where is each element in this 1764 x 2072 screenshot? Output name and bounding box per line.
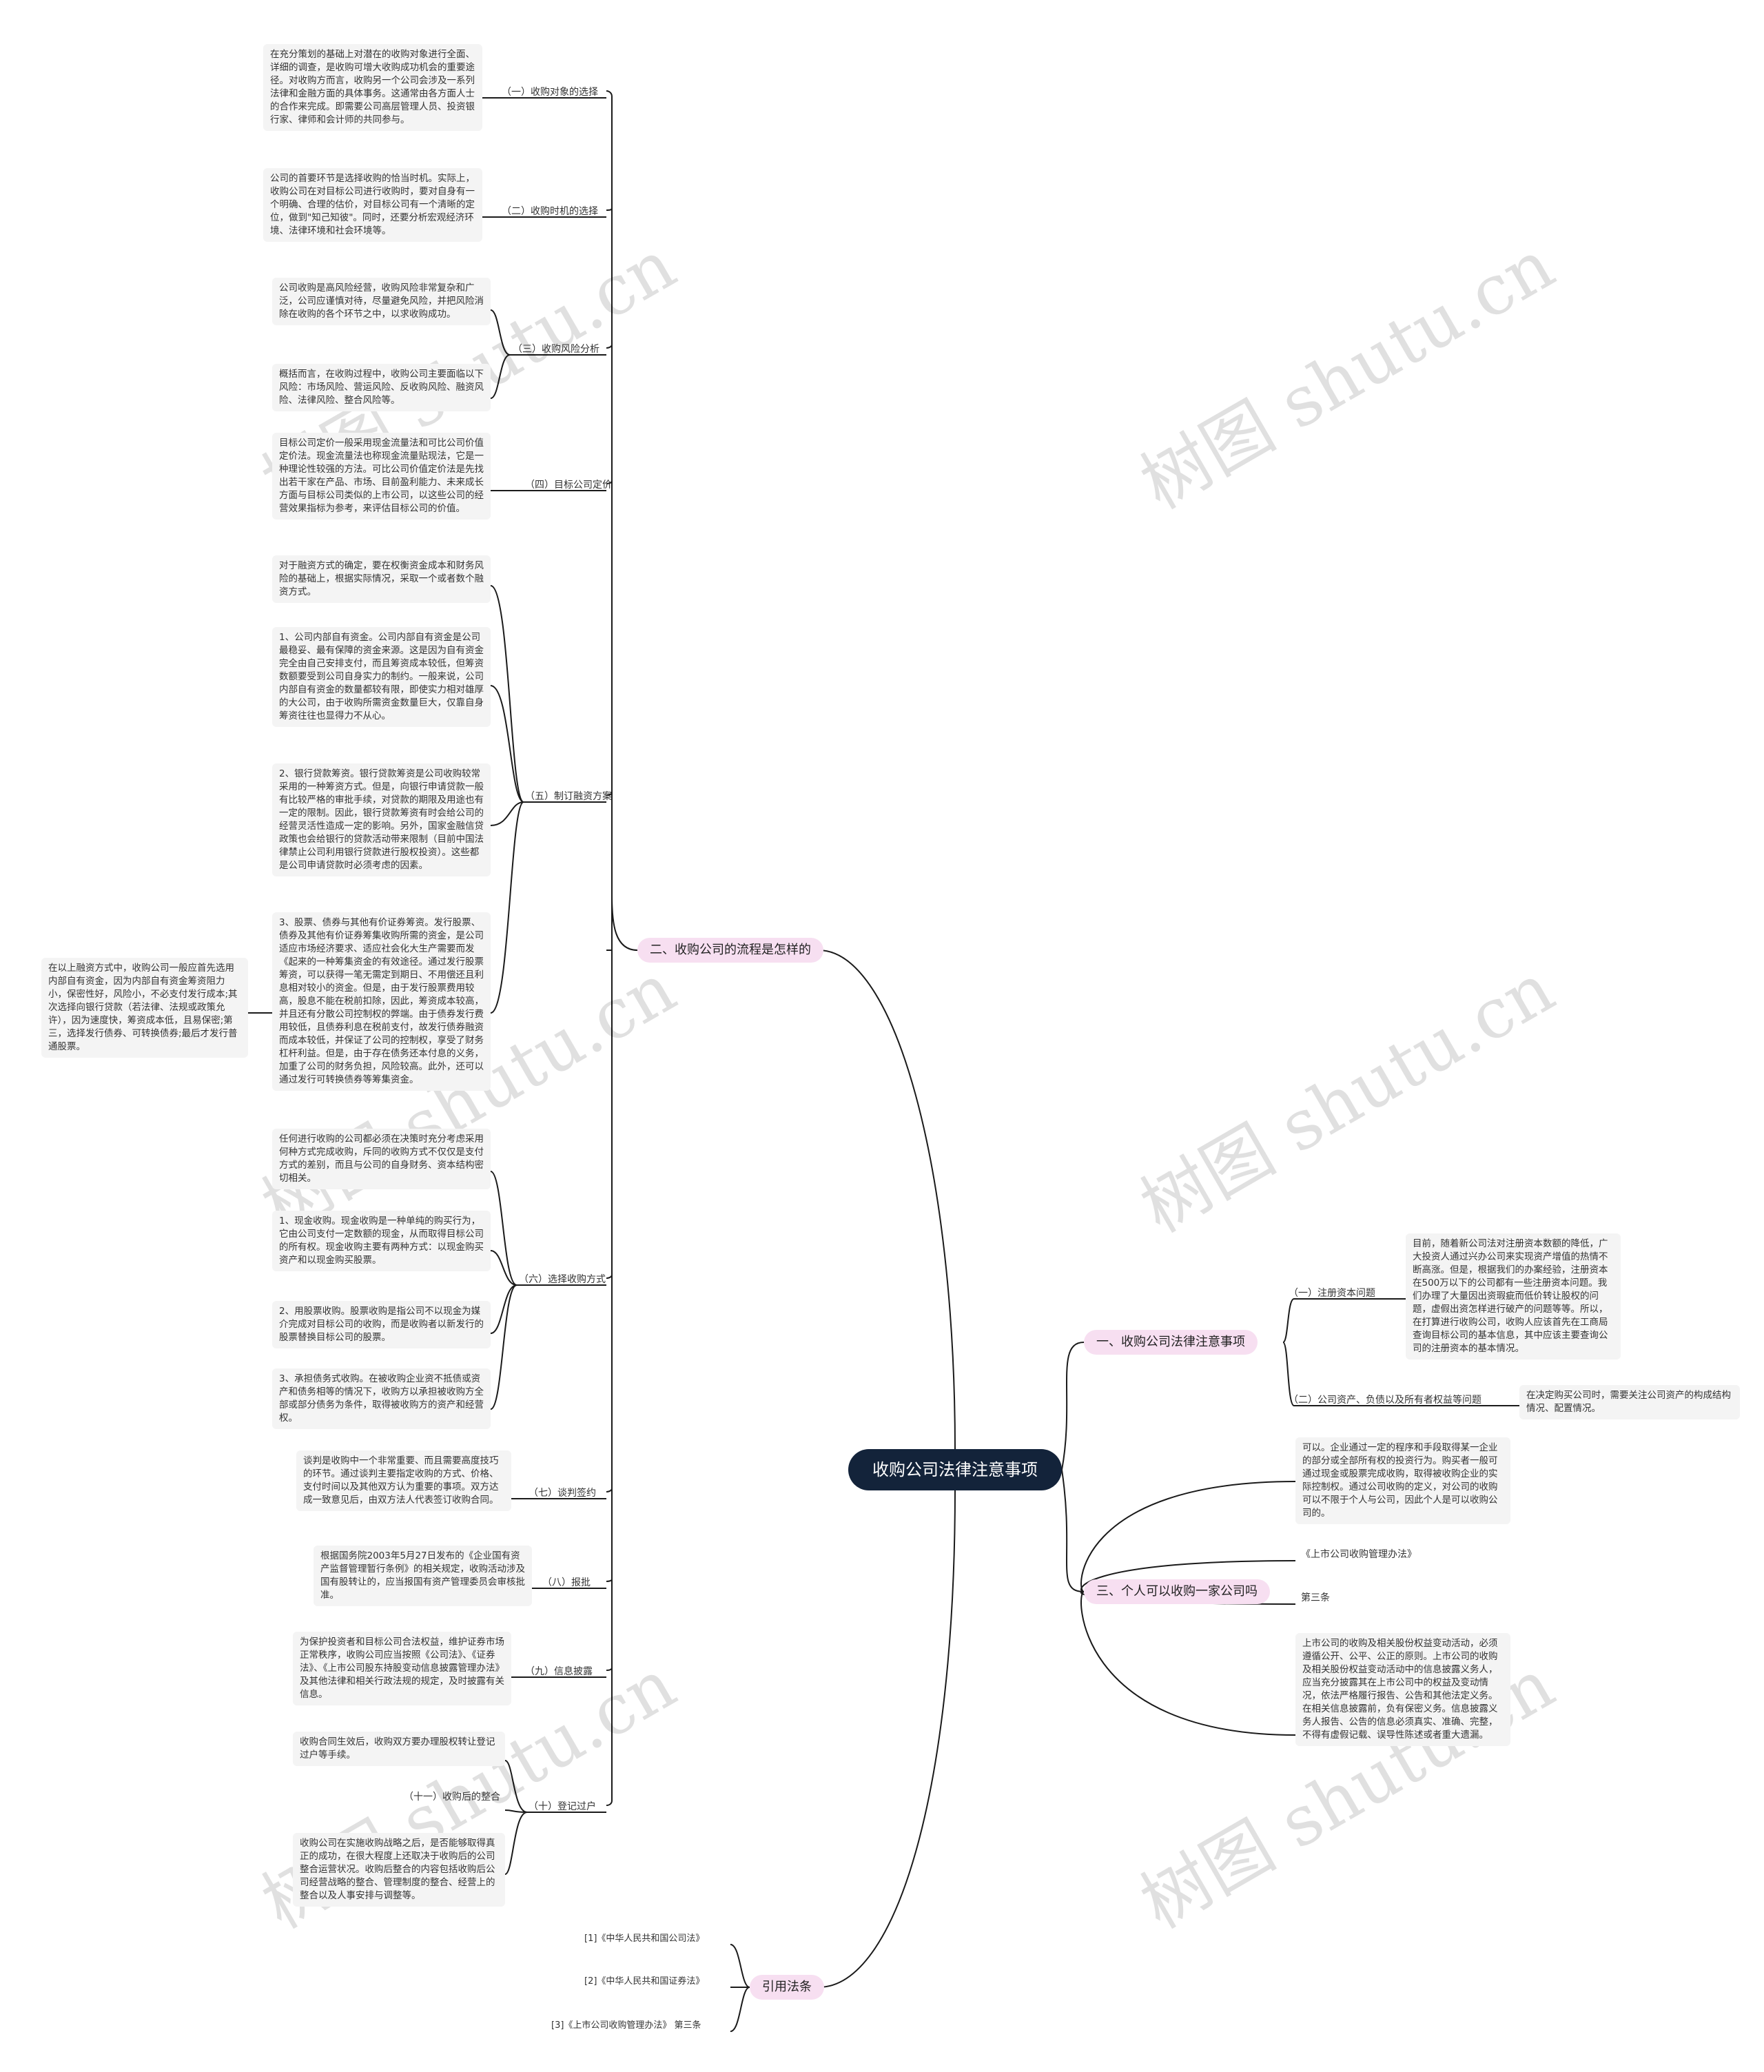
note-individual-article: 上市公司的收购及相关股份权益变动活动，必须遵循公开、公平、公正的原则。上市公司的…: [1295, 1633, 1510, 1746]
note-risk-a: 公司收购是高风险经营，收购风险非常复杂和广泛，公司应谨慎对待，尽量避免风险，并把…: [272, 278, 491, 325]
process-node-1[interactable]: （一）收购对象的选择: [502, 87, 598, 98]
branch-laws[interactable]: 引用法条: [750, 1975, 824, 2000]
note-registered-capital: 目前，随着新公司法对注册资本数额的降低，广大投资人通过兴办公司来实现资产增值的热…: [1406, 1233, 1621, 1360]
branch-individual[interactable]: 三、个人可以收购一家公司吗: [1084, 1579, 1270, 1604]
process-node-7[interactable]: （七）谈判签约: [529, 1488, 596, 1499]
law-item-1[interactable]: [1]《中华人民共和国公司法》: [584, 1933, 705, 1944]
note-method-stock: 2、用股票收购。股票收购是指公司不以现金为媒介完成对目标公司的收购，而是收购者以…: [272, 1301, 491, 1348]
note-method-cash: 1、现金收购。现金收购是一种单纯的购买行为，它由公司支付一定数额的现金，从而取得…: [272, 1211, 491, 1271]
process-node-6[interactable]: （六）选择收购方式: [519, 1274, 606, 1285]
note-integration: 收购公司在实施收购战略之后，是否能够取得真正的成功，在很大程度上还取决于收购后的…: [293, 1833, 505, 1907]
note-method-intro: 任何进行收购的公司都必须在决策时充分考虑采用何种方式完成收购，斥同的收购方式不仅…: [272, 1129, 491, 1189]
process-node-10[interactable]: （十）登记过户: [529, 1801, 596, 1812]
individual-regulation[interactable]: 《上市公司收购管理办法》: [1301, 1549, 1417, 1560]
note-financing-summary: 在以上融资方式中，收购公司一般应首先选用内部自有资金，因为内部自有资金筹资阻力小…: [41, 958, 248, 1058]
process-node-5[interactable]: （五）制订融资方案: [525, 791, 612, 802]
root-topic[interactable]: 收购公司法律注意事项: [848, 1449, 1062, 1490]
legal-node-assets[interactable]: （二）公司资产、负债以及所有者权益等问题: [1289, 1395, 1481, 1406]
branch-legal[interactable]: 一、收购公司法律注意事项: [1084, 1330, 1258, 1355]
note-pricing: 目标公司定价一般采用现金流量法和可比公司价值定价法。现金流量法也称现金流量贴现法…: [272, 433, 491, 520]
note-target-selection: 在充分策划的基础上对潜在的收购对象进行全面、详细的调查，是收购可增大收购成功机会…: [263, 44, 482, 131]
legal-node-capital[interactable]: （一）注册资本问题: [1289, 1288, 1375, 1299]
individual-article[interactable]: 第三条: [1301, 1592, 1330, 1603]
law-item-2[interactable]: [2]《中华人民共和国证券法》: [584, 1976, 705, 1987]
process-node-11[interactable]: （十一）收购后的整合: [404, 1792, 500, 1803]
note-negotiation: 谈判是收购中一个非常重要、而且需要高度技巧的环节。通过谈判主要指定收购的方式、价…: [296, 1450, 511, 1511]
note-financing-2: 2、银行贷款筹资。银行贷款筹资是公司收购较常采用的一种筹资方式。但是，向银行申请…: [272, 763, 491, 876]
note-financing-intro: 对于融资方式的确定，要在权衡资金成本和财务风险的基础上，根据实际情况，采取一个或…: [272, 555, 491, 603]
note-financing-1: 1、公司内部自有资金。公司内部自有资金是公司最稳妥、最有保障的资金来源。这是因为…: [272, 627, 491, 727]
note-risk-b: 概括而言，在收购过程中，收购公司主要面临以下风险：市场风险、营运风险、反收购风险…: [272, 364, 491, 411]
law-item-3[interactable]: [3]《上市公司收购管理办法》 第三条: [551, 2020, 701, 2031]
note-financing-3: 3、股票、债券与其他有价证券筹资。发行股票、债券及其他有价证券筹集收购所需的资金…: [272, 912, 491, 1091]
process-node-2[interactable]: （二）收购时机的选择: [502, 206, 598, 217]
note-registration: 收购合同生效后，收购双方要办理股权转让登记过户等手续。: [293, 1732, 505, 1766]
branch-process[interactable]: 二、收购公司的流程是怎样的: [637, 938, 823, 963]
note-individual-answer: 可以。企业通过一定的程序和手段取得某一企业的部分或全部所有权的投资行为。购买者一…: [1295, 1437, 1510, 1524]
process-node-8[interactable]: （八）报批: [542, 1577, 591, 1588]
note-timing-selection: 公司的首要环节是选择收购的恰当时机。实际上，收购公司在对目标公司进行收购时，要对…: [263, 168, 482, 242]
note-assets: 在决定购买公司时，需要关注公司资产的构成结构情况、配置情况。: [1519, 1385, 1740, 1419]
process-node-3[interactable]: （三）收购风险分析: [513, 344, 599, 355]
process-node-4[interactable]: （四）目标公司定价: [525, 480, 612, 491]
note-method-debt: 3、承担债务式收购。在被收购企业资不抵债或资产和债务相等的情况下，收购方以承担被…: [272, 1368, 491, 1429]
note-disclosure: 为保护投资者和目标公司合法权益，维护证券市场正常秩序，收购公司应当按照《公司法》…: [293, 1632, 511, 1705]
note-approval: 根据国务院2003年5月27日发布的《企业国有资产监督管理暂行条例》的相关规定，…: [314, 1546, 532, 1606]
process-node-9[interactable]: （九）信息披露: [525, 1666, 593, 1677]
